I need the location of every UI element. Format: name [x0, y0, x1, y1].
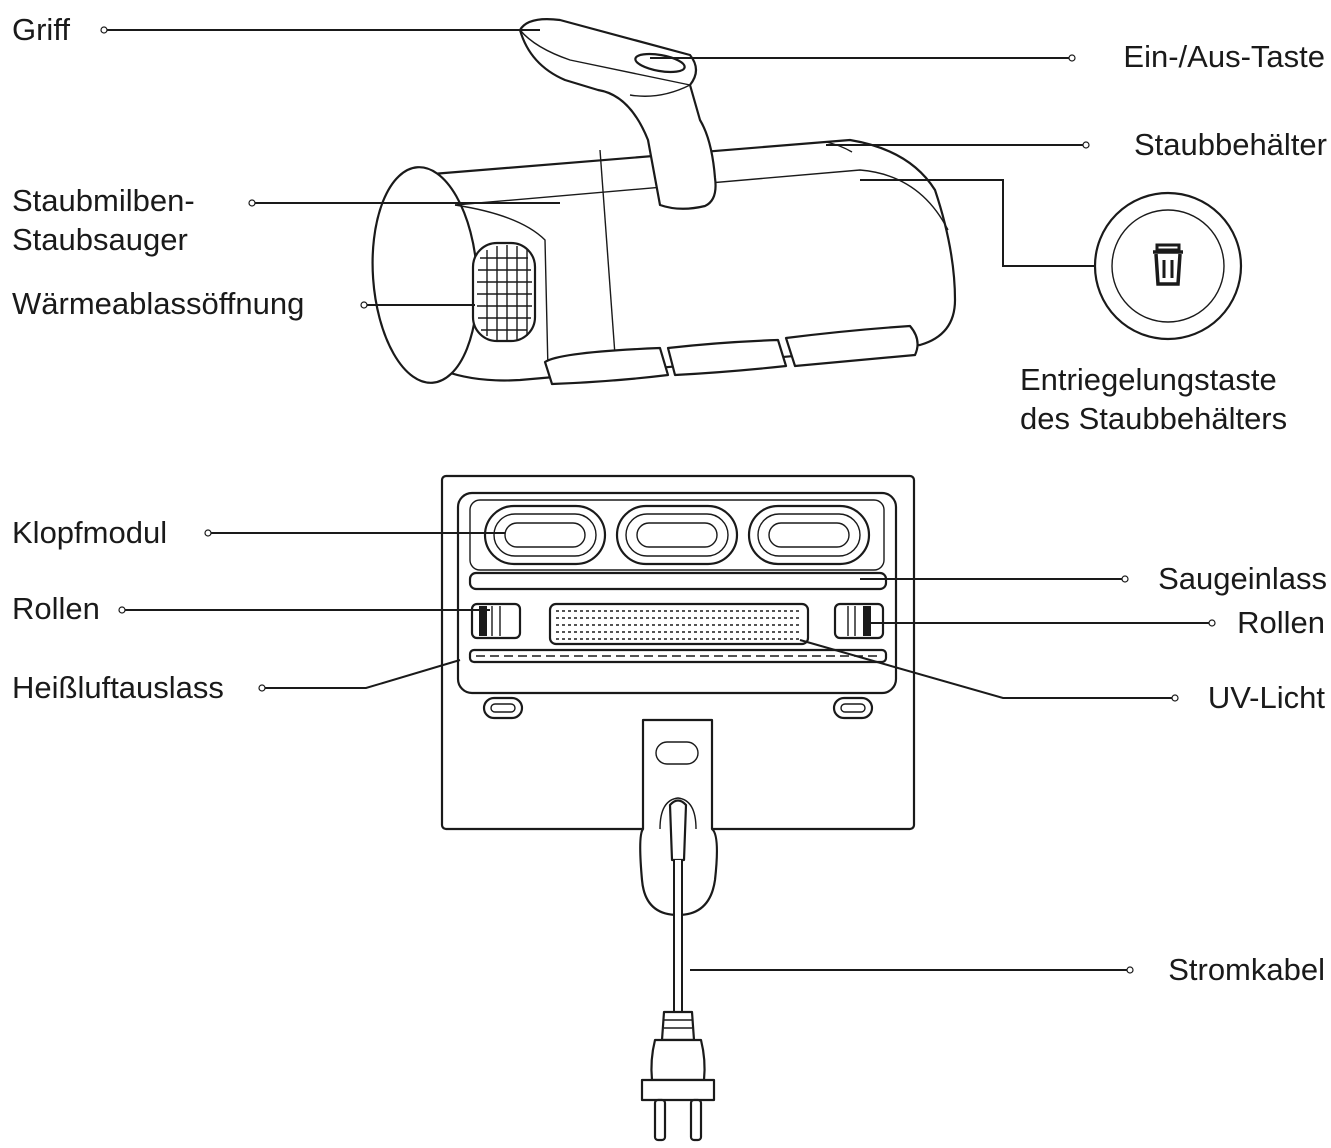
label-tapping-module: Klopfmodul: [12, 515, 168, 550]
label-hot-air-outlet: Heißluftauslass: [12, 670, 224, 705]
vacuum-bottom-view: [440, 474, 916, 1142]
label-mite-vacuum-line1: Staubmilben-: [12, 183, 195, 218]
heat-vent-grille: [471, 241, 537, 343]
label-griff: Griff: [12, 12, 70, 47]
release-button-illustration: [1093, 191, 1243, 341]
roller-right-shape: [833, 602, 885, 640]
power-cord-shape: [640, 799, 716, 1142]
suction-inlet-slot: [468, 571, 888, 591]
label-power-cord: Stromkabel: [1168, 952, 1325, 987]
uv-light-grid: [548, 602, 810, 646]
label-rollers-right: Rollen: [1237, 605, 1325, 640]
roller-left-shape: [470, 602, 522, 640]
vacuum-side-view: [371, 18, 957, 386]
hot-air-outlet-strip: [468, 648, 888, 664]
label-uv-light: UV-Licht: [1207, 680, 1325, 715]
label-release-line1: Entriegelungstaste: [1020, 362, 1277, 397]
label-power-button: Ein-/Aus-Taste: [1123, 39, 1325, 74]
tapping-module-ovals: [483, 504, 871, 566]
label-release-line2: des Staubbehälters: [1020, 401, 1288, 436]
label-heat-vent: Wärmeablassöffnung: [12, 286, 305, 321]
trash-can-icon: [1153, 243, 1183, 286]
label-mite-vacuum-line2: Staubsauger: [12, 222, 188, 257]
label-suction-inlet: Saugeinlass: [1158, 561, 1327, 596]
leader-lines: [100, 26, 1216, 974]
label-rollers-left: Rollen: [12, 591, 100, 626]
label-dust-container: Staubbehälter: [1133, 127, 1327, 162]
